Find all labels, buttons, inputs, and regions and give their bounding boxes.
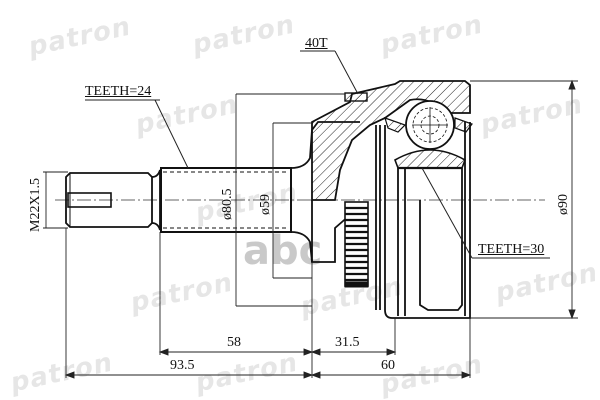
dim-len-58: 58 (227, 335, 241, 350)
dim-dia-neck: ø59 (258, 194, 273, 215)
ball-cage (384, 100, 473, 150)
callout-inner-teeth: TEETH=30 (478, 242, 545, 257)
dim-len-93-5: 93.5 (170, 358, 195, 373)
dim-dia-spline: ø80.5 (220, 188, 235, 221)
dimension-lines (43, 79, 578, 379)
callout-abs-ring: 40T (305, 36, 328, 51)
threaded-stub (65, 172, 153, 228)
abs-ring (344, 92, 369, 288)
dim-thread: M22X1.5 (28, 177, 43, 232)
inner-race (394, 149, 466, 169)
leader-lines (85, 50, 550, 259)
dim-len-31-5: 31.5 (335, 335, 360, 350)
dim-len-60: 60 (381, 358, 395, 373)
callout-shaft-teeth: TEETH=24 (85, 84, 152, 99)
splined-shaft (160, 167, 292, 233)
joint-body (375, 122, 471, 319)
dim-dia-body: ø90 (556, 194, 571, 215)
